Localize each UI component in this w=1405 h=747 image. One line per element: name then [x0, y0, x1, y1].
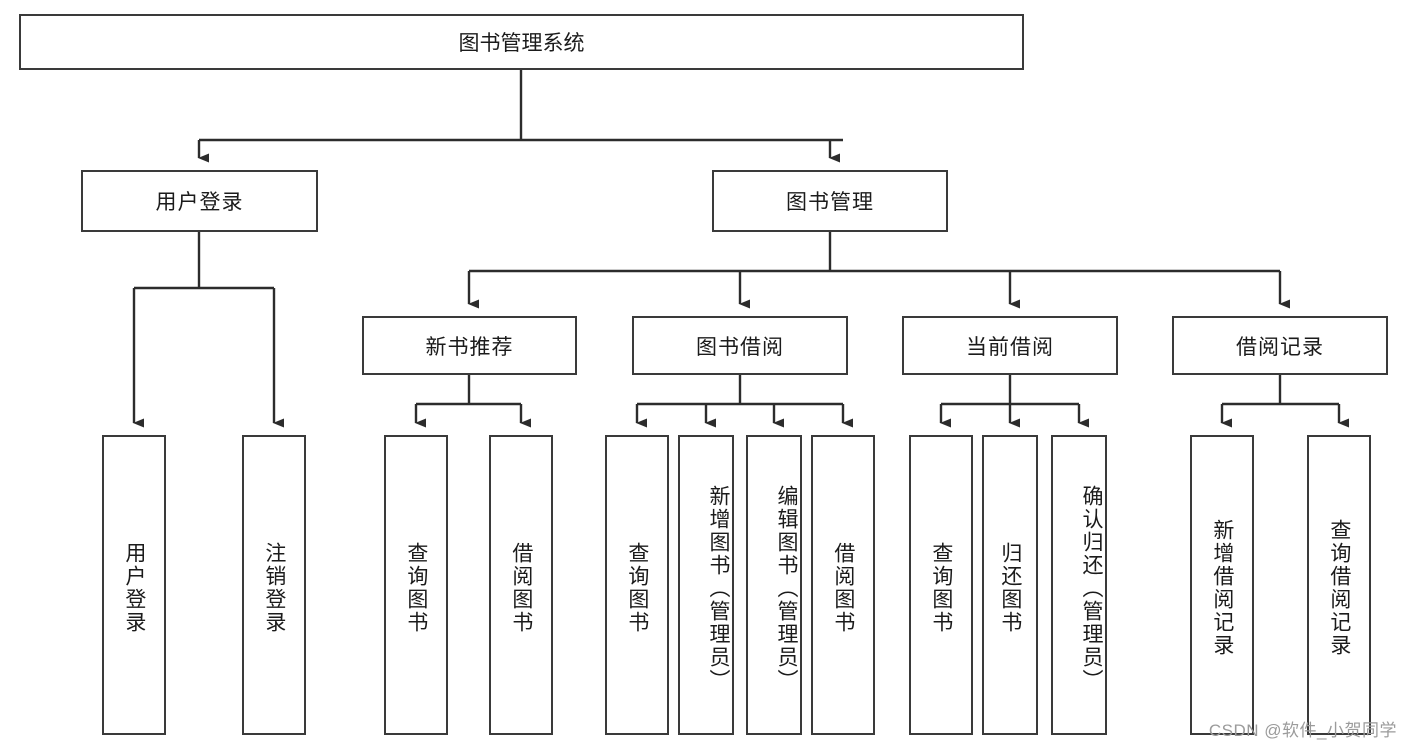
leaf-user-login-login[interactable]: 用户登录 [102, 435, 166, 735]
leaf-book-borrow-edit-book-admin[interactable]: 编辑图书（管理员） [746, 435, 802, 735]
node-book-management[interactable]: 图书管理 [712, 170, 948, 232]
node-new-book-recommend[interactable]: 新书推荐 [362, 316, 577, 375]
leaf-book-borrow-borrow-book[interactable]: 借阅图书 [811, 435, 875, 735]
leaf-new-book-borrow-book[interactable]: 借阅图书 [489, 435, 553, 735]
leaf-current-borrow-query-book[interactable]: 查询图书 [909, 435, 973, 735]
node-current-borrow[interactable]: 当前借阅 [902, 316, 1118, 375]
leaf-current-borrow-return-book[interactable]: 归还图书 [982, 435, 1038, 735]
watermark-label: CSDN @软件_小贺同学 [1208, 721, 1397, 740]
leaf-new-book-query-book[interactable]: 查询图书 [384, 435, 448, 735]
leaf-current-borrow-confirm-return-admin[interactable]: 确认归还（管理员） [1051, 435, 1107, 735]
leaf-borrow-record-add-record[interactable]: 新增借阅记录 [1190, 435, 1254, 735]
leaf-borrow-record-query-record[interactable]: 查询借阅记录 [1307, 435, 1371, 735]
node-root-system[interactable]: 图书管理系统 [19, 14, 1024, 70]
leaf-book-borrow-add-book-admin[interactable]: 新增图书（管理员） [678, 435, 734, 735]
node-borrow-record[interactable]: 借阅记录 [1172, 316, 1388, 375]
leaf-user-login-logout[interactable]: 注销登录 [242, 435, 306, 735]
leaf-book-borrow-query-book[interactable]: 查询图书 [605, 435, 669, 735]
node-book-borrow[interactable]: 图书借阅 [632, 316, 848, 375]
node-user-login[interactable]: 用户登录 [81, 170, 318, 232]
